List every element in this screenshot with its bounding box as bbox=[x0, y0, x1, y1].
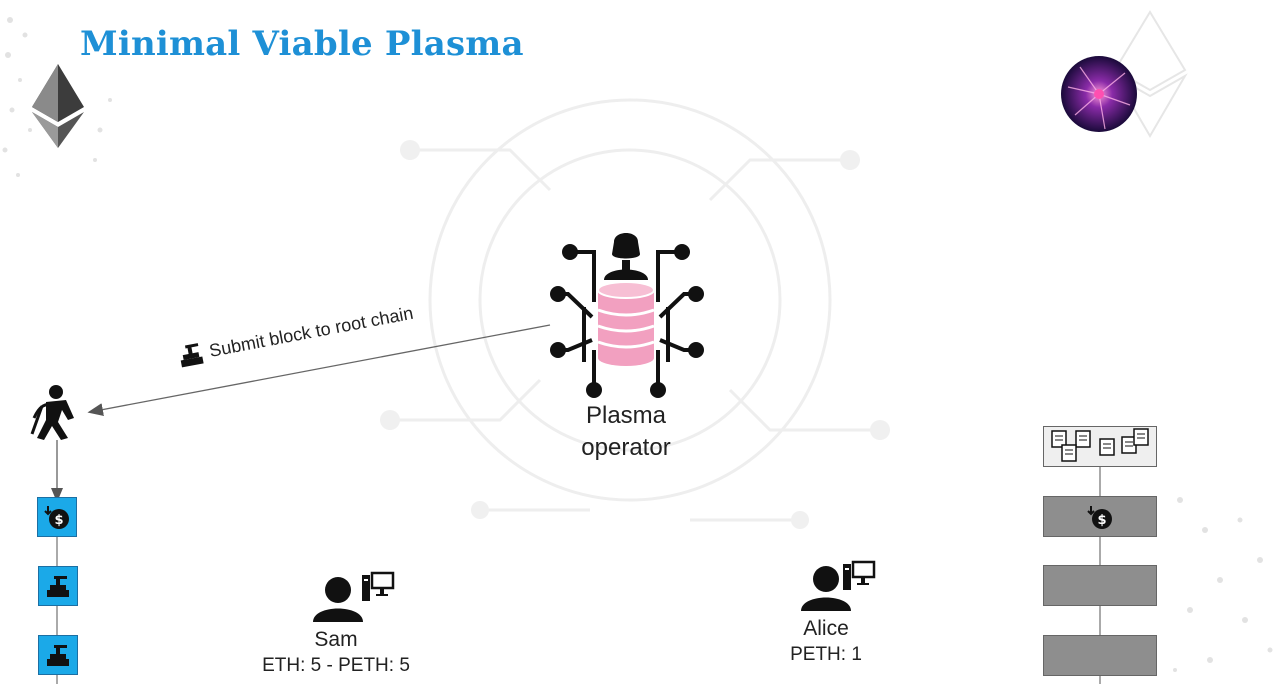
root-chain-block-submit bbox=[38, 566, 78, 606]
plasma-chain-block bbox=[1043, 635, 1157, 676]
plunger-submit-icon bbox=[47, 576, 69, 597]
root-chain-block-deposit: $ bbox=[37, 497, 77, 537]
plasma-operator-icon bbox=[550, 233, 704, 398]
documents-icon bbox=[1051, 428, 1149, 462]
svg-text:$: $ bbox=[1097, 513, 1106, 528]
person-icon bbox=[801, 566, 851, 611]
deposit-coin-icon: $ bbox=[1087, 505, 1112, 529]
user-balance-sam: ETH: 5 - PETH: 5 bbox=[262, 655, 410, 676]
corner-dots-top-left bbox=[2, 17, 112, 177]
svg-text:$: $ bbox=[54, 513, 63, 528]
ethereum-logo-icon bbox=[32, 64, 84, 148]
plasma-chain-pending-transactions bbox=[1043, 426, 1157, 467]
plunger-submit-icon bbox=[47, 645, 69, 666]
background-circuit-pattern bbox=[380, 98, 890, 529]
desktop-computer-icon bbox=[843, 560, 876, 590]
user-balance-alice: PETH: 1 bbox=[790, 644, 862, 665]
submit-block-label: Submit block to root chain bbox=[176, 301, 415, 369]
miner-icon bbox=[30, 385, 74, 440]
plunger-submit-icon bbox=[180, 343, 204, 368]
root-chain-block-submit bbox=[38, 635, 78, 675]
plasma-chain-block-deposit: $ bbox=[1043, 496, 1157, 537]
user-name-sam: Sam bbox=[314, 628, 358, 651]
plasma-ball-icon bbox=[1061, 56, 1137, 132]
desktop-computer-icon bbox=[362, 571, 395, 601]
corner-dots-bottom-right bbox=[1173, 497, 1273, 672]
operator-label: Plasma operator bbox=[581, 402, 671, 461]
slide-title: Minimal Viable Plasma bbox=[80, 24, 524, 64]
deposit-coin-icon: $ bbox=[44, 506, 69, 529]
plasma-chain-block bbox=[1043, 565, 1157, 606]
user-name-alice: Alice bbox=[803, 617, 849, 640]
person-icon bbox=[313, 577, 363, 622]
